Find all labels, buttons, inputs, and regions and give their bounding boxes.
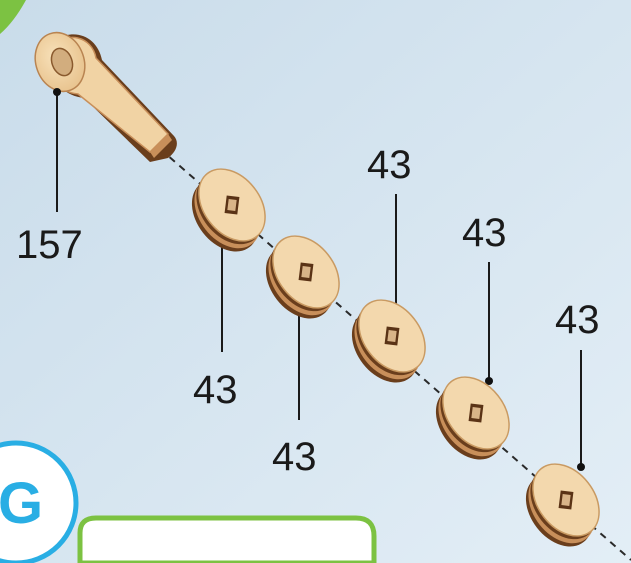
next-step-panel bbox=[80, 518, 374, 563]
part-label-spacer-2: 43 bbox=[272, 435, 317, 479]
part-label-spacer-1: 43 bbox=[193, 368, 238, 412]
part-label-crank: 157 bbox=[16, 223, 83, 267]
step-letter: G bbox=[0, 471, 43, 536]
part-label-spacer-3: 43 bbox=[367, 143, 412, 187]
part-label-spacer-5: 43 bbox=[555, 298, 600, 342]
part-label-spacer-4: 43 bbox=[462, 211, 507, 255]
